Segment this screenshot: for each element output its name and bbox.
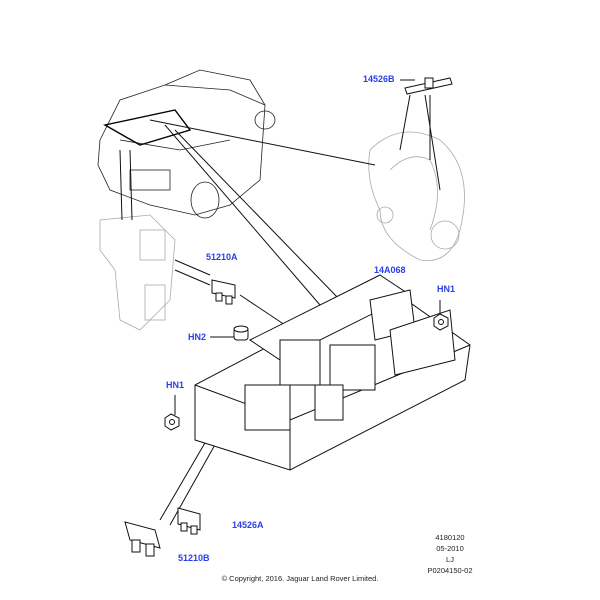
harness-ghost-right (368, 131, 465, 262)
callout-14a068[interactable]: 14A068 (374, 265, 406, 275)
fuse-51210b (124, 521, 161, 557)
callout-51210a[interactable]: 51210A (206, 252, 238, 262)
fuse-51210a (211, 279, 236, 305)
callout-14526a[interactable]: 14526A (232, 520, 264, 530)
callout-hn1-right[interactable]: HN1 (437, 284, 456, 294)
callout-hn2[interactable]: HN2 (188, 332, 207, 342)
callout-hn1-left[interactable]: HN1 (166, 380, 185, 390)
fuse-14526a (177, 507, 201, 535)
reference-code: LJ (446, 555, 454, 564)
vehicle-illustration (97, 69, 276, 219)
copyright-notice: © Copyright, 2016. Jaguar Land Rover Lim… (221, 574, 379, 583)
nut-hn2 (233, 325, 249, 341)
callout-51210b[interactable]: 51210B (178, 553, 210, 563)
reference-number: 4180120 (435, 533, 465, 542)
nut-hn1-right (433, 313, 449, 331)
illustration-id: P0204150-02 (427, 566, 473, 575)
reference-date: 05-2010 (436, 544, 464, 553)
nut-hn1-left (164, 413, 180, 431)
fuse-box-14a068 (194, 274, 471, 471)
connector-ghost-left (99, 214, 176, 331)
fuse-link-14526b (404, 77, 453, 95)
callout-14526b[interactable]: 14526B (363, 74, 395, 84)
